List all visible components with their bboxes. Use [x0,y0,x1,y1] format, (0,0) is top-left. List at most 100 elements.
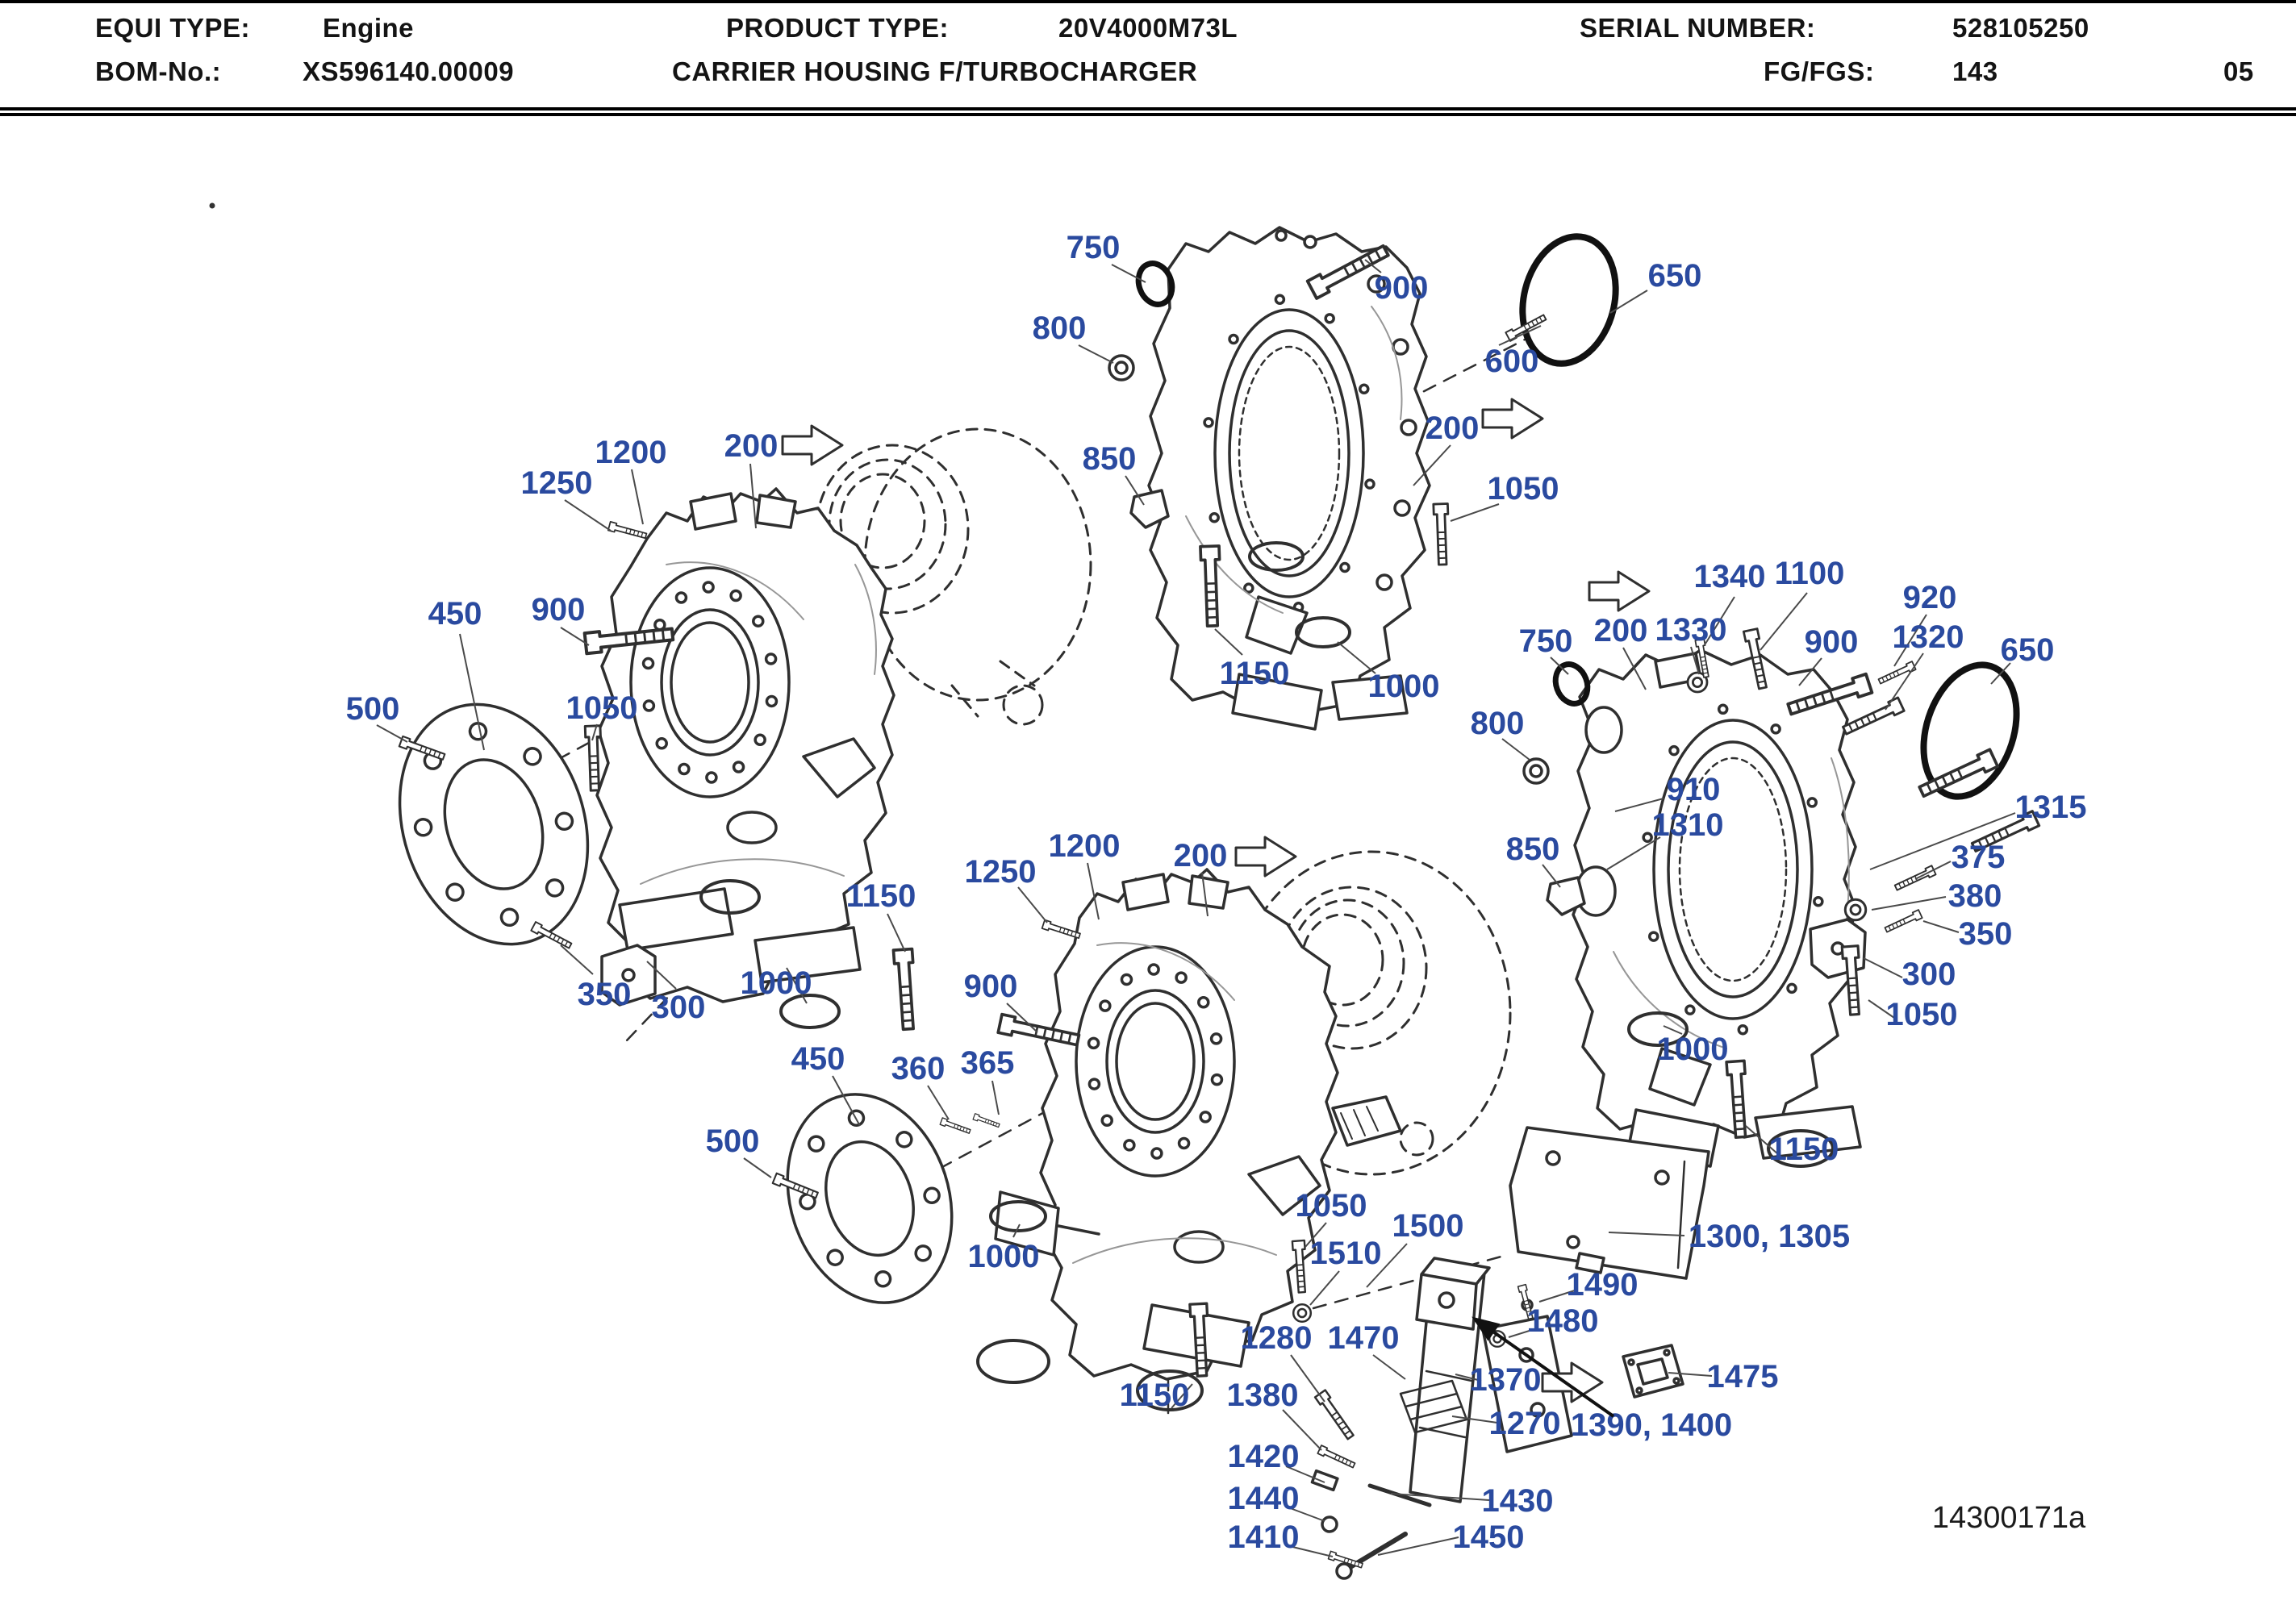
leader-1250 [564,499,612,532]
leader-1000 [1337,641,1376,674]
leader-910 [1614,798,1664,812]
callout-920: 920 [1903,580,1957,615]
seal-750-top [1135,261,1175,307]
callout-850: 850 [1083,441,1137,477]
bolts [398,240,2041,1570]
view-direction-arrow-icon [1588,570,1651,612]
leader-1310 [1606,836,1661,870]
leader-1440 [1285,1506,1325,1522]
bom-no-label: BOM-No.: [95,56,222,86]
equi-type-value: Engine [323,13,415,43]
callout-1410: 1410 [1228,1520,1300,1555]
bom-no-value: XS596140.00009 [303,56,515,86]
callout-1150: 1150 [1120,1378,1190,1413]
callout-360: 360 [891,1051,946,1086]
callout-200: 200 [1594,613,1648,648]
callout-910: 910 [1667,772,1721,807]
leader-750 [1111,264,1146,283]
callout-500: 500 [706,1124,760,1159]
callout-750: 750 [1067,230,1121,265]
support-plate-1390 [1481,1315,1573,1453]
reference-dot [209,202,215,209]
leader-1430 [1390,1493,1490,1501]
leader-1050 [1450,503,1500,522]
leader-1000 [1663,1025,1683,1035]
leader-1420 [1285,1465,1325,1483]
callout-1000: 1000 [741,965,812,1001]
callout-1050: 1050 [1296,1188,1367,1224]
product-type-label: PRODUCT TYPE: [726,13,950,43]
leader-1380 [1282,1409,1322,1451]
leader-1150 [1745,1125,1785,1161]
callout-300: 300 [652,990,706,1025]
callout-900: 900 [964,969,1018,1004]
leader-750 [1550,657,1569,675]
view-direction-arrow-icon [781,424,844,466]
leader-1000 [786,967,808,1004]
leader-1150 [1214,628,1243,656]
leader-350 [560,944,594,975]
callout-300: 300 [1902,957,1956,992]
equi-type-label: EQUI TYPE: [95,13,251,43]
callout-650: 650 [2001,632,2055,668]
callout-750: 750 [1519,623,1573,659]
leader-1370 [1455,1374,1482,1382]
callout-1000: 1000 [1657,1032,1729,1067]
leader-1490 [1538,1290,1576,1303]
header-top-rule [0,0,2296,3]
callout-365: 365 [961,1045,1015,1081]
leader-600 [1498,325,1542,346]
callout-850: 850 [1506,832,1560,867]
leader-1450 [1377,1536,1459,1556]
leader-500 [376,724,408,743]
leader-500 [743,1157,772,1178]
leader-365 [991,1080,1000,1115]
leader-900 [1006,1003,1038,1033]
callout-1475: 1475 [1707,1359,1779,1394]
callout-1000: 1000 [1368,669,1440,704]
callout-350: 350 [1959,916,2013,952]
leader-1150 [887,913,906,953]
plug-850-right [1546,876,1586,916]
leader-1000 [1012,1224,1021,1238]
leader-1330 [1690,646,1700,675]
o-ring-650-right [1920,661,2020,800]
leader-200 [1201,872,1209,917]
leader-375 [1914,861,1952,880]
view-direction-arrow-icon [1234,836,1297,878]
leader-1340 [1705,596,1735,644]
header-bottom-rule [0,107,2296,116]
flange-disc-middle [786,1093,954,1304]
leader-1475 [1668,1372,1713,1377]
fg-fgs-label: FG/FGS: [1764,56,1875,86]
callout-1270: 1270 [1489,1406,1561,1441]
callout-600: 600 [1485,344,1539,379]
view-direction-arrow-icon [1541,1361,1604,1403]
leader-360 [927,1085,950,1120]
leader-200 [749,463,757,529]
callout-1250: 1250 [965,854,1037,890]
leader-650 [1609,290,1648,314]
callout-200: 200 [1174,838,1228,873]
leader-1500 [1366,1243,1408,1288]
callout-900: 900 [1375,270,1429,306]
flange-disc-left [398,702,590,946]
callout-450: 450 [791,1041,845,1077]
carrier-housing-left [595,487,895,1003]
fg-fgs-value: 143 [1952,56,1998,86]
callout-1150: 1150 [1769,1132,1839,1167]
callout-1320: 1320 [1893,619,1964,655]
callout-375: 375 [1952,840,2006,875]
callout-1430: 1430 [1482,1483,1554,1519]
view-direction-arrow-icon [1481,398,1544,440]
callout-1200: 1200 [595,435,667,470]
leader-900 [1364,259,1382,273]
leader-1200 [1087,862,1100,920]
leader-450 [459,633,485,751]
callout-1310: 1310 [1652,807,1724,843]
leader-380 [1871,896,1947,911]
leader-1510 [1309,1270,1340,1306]
callout-1000: 1000 [968,1239,1040,1274]
callout-1250: 1250 [521,465,593,501]
leader-800 [1501,738,1530,761]
